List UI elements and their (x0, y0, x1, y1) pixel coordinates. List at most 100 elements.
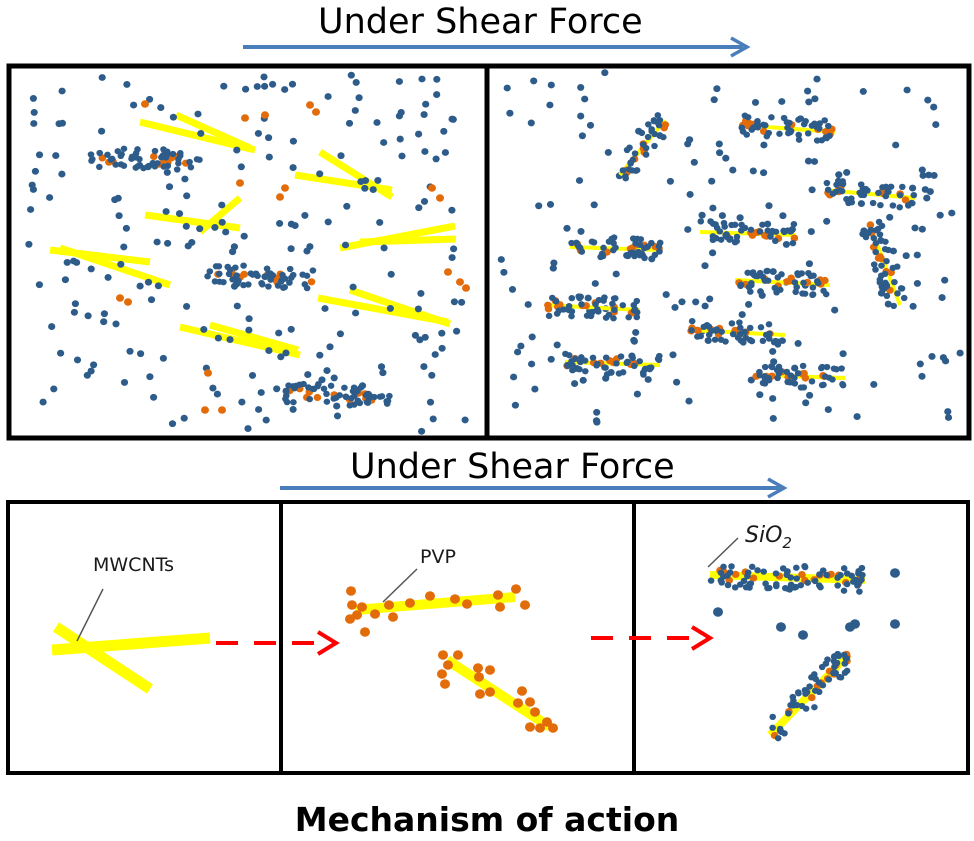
sio2-particle (941, 276, 949, 284)
sio2-particle (761, 363, 769, 371)
sio2-particle (87, 367, 95, 375)
sio2-particle (819, 682, 827, 689)
pvp-particle (453, 650, 463, 660)
sio2-particle (709, 204, 717, 212)
sio2-particle (800, 121, 808, 128)
sio2-particle (855, 570, 862, 577)
sio2-particle (765, 584, 773, 592)
sio2-particle (183, 192, 191, 200)
sio2-particle (450, 298, 458, 306)
sio2-particle (848, 199, 856, 206)
sio2-particle (748, 563, 756, 570)
sio2-particle (602, 354, 610, 361)
sio2-particle (900, 294, 908, 302)
sio2-particle (448, 206, 456, 214)
sio2-particle (825, 122, 832, 130)
sio2-particle (882, 183, 890, 190)
sio2-particle (798, 630, 808, 640)
mwcnt-tube (209, 321, 299, 354)
pvp-particle (240, 270, 248, 278)
sio2-particle (875, 189, 882, 197)
sio2-particle (196, 156, 203, 163)
sio2-particle (648, 239, 655, 247)
sio2-particle (870, 234, 878, 242)
sio2-particle (780, 114, 788, 122)
sio2-particle (575, 177, 584, 184)
sio2-particle (330, 395, 338, 402)
sio2-particle (856, 588, 863, 595)
sio2-particle (655, 243, 663, 250)
sio2-particle (429, 415, 437, 423)
sio2-particle (573, 365, 580, 372)
sio2-particle (168, 420, 177, 428)
sio2-particle (130, 101, 138, 109)
sio2-particle (762, 580, 769, 587)
sio2-callout-base: SiO (745, 523, 782, 548)
sio2-particle (598, 250, 606, 257)
pvp-particle (425, 591, 435, 601)
sio2-particle (789, 693, 797, 701)
sio2-leader-line (707, 537, 739, 568)
sio2-particle (157, 104, 165, 112)
sio2-particle (262, 416, 270, 424)
pvp-particle (201, 406, 209, 414)
sio2-particle (374, 176, 382, 184)
sio2-particle (347, 71, 355, 79)
sio2-particle (224, 263, 231, 271)
pvp-particle (485, 687, 495, 697)
sio2-callout-subscript: 2 (782, 534, 792, 552)
sio2-particle (398, 152, 406, 160)
mwcnt-callout: MWCNTs (93, 554, 174, 576)
sio2-particle (547, 355, 555, 363)
sio2-particle (242, 85, 250, 93)
sio2-particle (547, 81, 555, 89)
pvp-particle (384, 600, 394, 610)
sio2-particle (577, 293, 584, 300)
pvp-particle (525, 722, 535, 732)
sio2-particle (802, 399, 810, 407)
sio2-particle (282, 349, 290, 357)
sio2-particle (862, 233, 870, 241)
sio2-particle (377, 363, 386, 371)
sio2-particle (255, 406, 263, 413)
sio2-particle (564, 362, 571, 370)
sio2-particle (187, 164, 195, 171)
sio2-particle (579, 376, 587, 384)
sio2-particle (213, 390, 221, 398)
pvp-particle (345, 614, 355, 624)
sio2-particle (386, 304, 394, 312)
sio2-particle (438, 329, 446, 337)
sio2-particle (890, 619, 900, 629)
pvp-particle (141, 100, 149, 108)
sio2-particle (290, 399, 297, 406)
pvp-particle (474, 672, 484, 682)
sio2-particle (245, 315, 253, 323)
sio2-particle (287, 325, 295, 333)
sio2-particle (829, 190, 837, 197)
sio2-particle (440, 127, 448, 135)
sio2-particle (678, 298, 686, 306)
sio2-particle (173, 166, 181, 173)
panel-after-shear (497, 69, 964, 426)
sio2-particle (885, 246, 892, 254)
sio2-particle (875, 225, 882, 232)
sio2-particle (229, 248, 237, 256)
sio2-particle (744, 269, 751, 276)
sio2-particle (450, 245, 458, 253)
sio2-particle (713, 85, 721, 93)
sio2-particle (760, 169, 768, 177)
sio2-particle (578, 354, 585, 361)
pvp-particle (405, 598, 415, 608)
figure-caption: Mechanism of action (294, 800, 680, 839)
sio2-particle (631, 362, 638, 370)
sio2-particle (832, 669, 839, 677)
sio2-particle (777, 286, 784, 293)
sio2-particle (794, 339, 802, 347)
sio2-particle (729, 330, 737, 338)
sio2-particle (738, 227, 745, 234)
sio2-particle (644, 133, 652, 141)
bottom-shear-arrow (280, 477, 788, 499)
sio2-particle (220, 82, 228, 90)
sio2-particle (418, 75, 426, 83)
sio2-particle (698, 211, 706, 219)
